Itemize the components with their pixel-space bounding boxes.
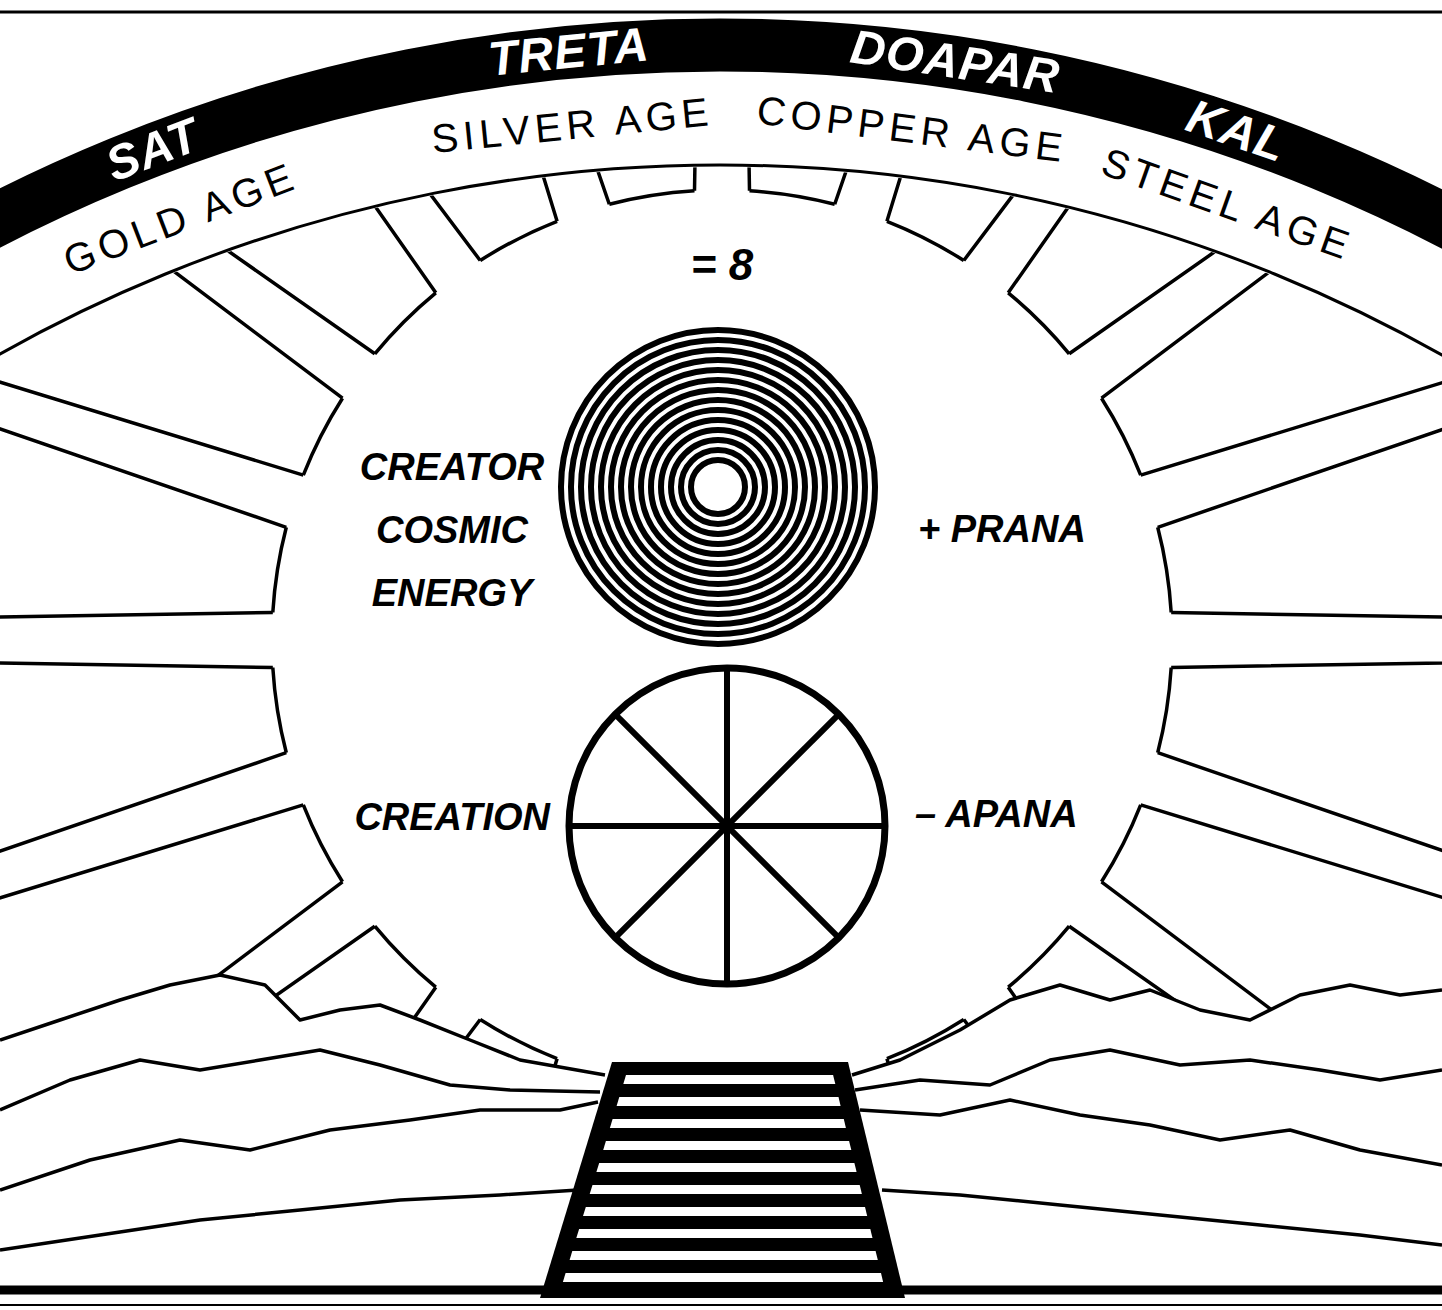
- spiral-ring: [651, 420, 785, 554]
- railway-sleeper-gap: [603, 1141, 851, 1150]
- spiral-ring: [631, 400, 805, 574]
- spiral-ring: [591, 360, 845, 614]
- spiral-ring: [621, 390, 815, 584]
- railway-sleepers: [563, 1075, 883, 1282]
- spiral-ring: [661, 430, 775, 544]
- railway-sleeper-gap: [583, 1207, 867, 1216]
- frame-bottom-thin-line: [0, 1304, 1442, 1306]
- sun-rim-arc: [375, 926, 436, 987]
- railway-sleeper-gap: [596, 1163, 856, 1172]
- sun-rim-arc: [1102, 398, 1141, 475]
- spiral-ring: [581, 350, 855, 624]
- mountain-ridge: [0, 1050, 600, 1110]
- frame-top-line: [0, 11, 1442, 14]
- sun-rim-arc: [750, 191, 835, 205]
- wheel-spoke: [615, 714, 838, 937]
- sun-rim-arc: [303, 398, 342, 475]
- count-label: = 8: [691, 241, 753, 289]
- wheel-symbol: [569, 668, 885, 984]
- mountain-ridge: [860, 1100, 1442, 1165]
- spiral-ring: [601, 370, 835, 604]
- railway-sleeper-gap: [563, 1273, 883, 1282]
- wheel-rim: [569, 668, 885, 984]
- mountain-ridge: [0, 1102, 598, 1190]
- prana-label: + PRANA: [918, 509, 1086, 551]
- railway-sleeper-gap: [610, 1119, 846, 1128]
- creator-label: CREATOR COSMIC ENERGY: [342, 436, 562, 625]
- sun-rim-arc: [480, 221, 557, 260]
- creation-label: CREATION: [354, 797, 550, 839]
- railway-sleeper-gap: [576, 1229, 872, 1238]
- sun-rim-arc: [375, 293, 436, 354]
- apana-label: – APANA: [915, 794, 1078, 836]
- sun-rim-arc: [1158, 668, 1172, 753]
- spiral-symbol: [561, 330, 875, 644]
- sun-rim-arc: [273, 668, 287, 753]
- railway-track: [540, 1062, 905, 1298]
- railway-sleeper-gap: [590, 1185, 862, 1194]
- spiral-ring: [681, 450, 755, 524]
- spiral-ring: [641, 410, 795, 564]
- sun-rim-arc: [609, 191, 694, 205]
- sun-ray: [1171, 613, 1442, 668]
- spiral-ring: [691, 460, 745, 514]
- spiral-ring: [671, 440, 765, 534]
- spiral-ring: [561, 330, 875, 644]
- sun-rim-arc: [1158, 527, 1172, 612]
- sun-rim-arc: [273, 527, 287, 612]
- mountain-ridge: [882, 1190, 1442, 1245]
- sun-rim-arc: [1102, 805, 1141, 882]
- railway-sleeper-gap: [570, 1251, 878, 1260]
- age-band: GOLD AGESILVER AGECOPPER AGESTEEL AGE: [0, 0, 1442, 400]
- sun-rim: [273, 191, 1171, 1089]
- sun-rim-arc: [1008, 926, 1069, 987]
- mountain-ridge: [852, 985, 1442, 1075]
- sun-rim-arc: [887, 221, 964, 260]
- age-band-outline: [0, 70, 1442, 400]
- sun-ray: [0, 613, 273, 668]
- mountain-ridge: [0, 1190, 578, 1250]
- sun-rim-arc: [1008, 293, 1069, 354]
- spiral-ring: [571, 340, 865, 634]
- mountain-ridge: [855, 1050, 1442, 1090]
- mountain-ground: [0, 975, 1442, 1310]
- sun-rim-arc: [303, 805, 342, 882]
- mountain-ridge: [0, 975, 605, 1075]
- spiral-ring: [611, 380, 825, 594]
- railway-sleeper-gap: [623, 1075, 835, 1084]
- railway-sleeper-gap: [617, 1097, 841, 1106]
